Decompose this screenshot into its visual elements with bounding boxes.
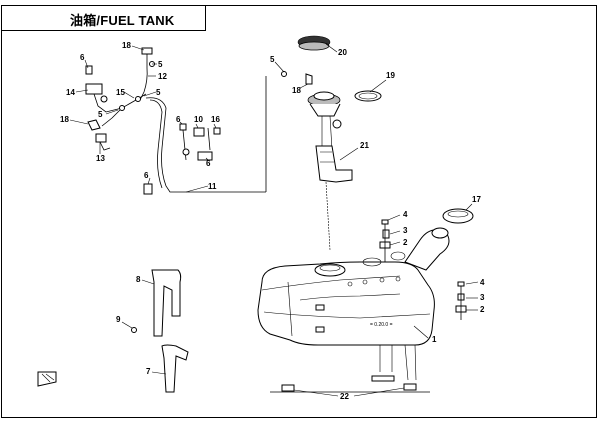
callout: 18 [122, 41, 131, 50]
callout: 14 [66, 88, 75, 97]
callout: 20 [338, 48, 347, 57]
fuel-pump-assembly [297, 35, 382, 251]
callout: 10 [194, 115, 203, 124]
callout: 8 [136, 275, 141, 284]
callout: 6 [176, 115, 181, 124]
callout: 22 [340, 392, 349, 401]
mounting-brackets [37, 269, 430, 393]
fuel-lines [85, 47, 287, 195]
callout: 15 [116, 88, 125, 97]
callout: 3 [480, 293, 485, 302]
callout: 13 [96, 154, 105, 163]
callout: 2 [480, 305, 485, 314]
callout: 12 [158, 72, 167, 81]
callout: 5 [158, 60, 163, 69]
callout: 19 [386, 71, 395, 80]
callout: 5 [270, 55, 275, 64]
title-block-separator [205, 5, 206, 30]
callout: 1 [432, 335, 437, 344]
callout: 2 [403, 238, 408, 247]
callout: 9 [116, 315, 121, 324]
svg-text:= 0.20.0 =: = 0.20.0 = [370, 322, 393, 328]
callout: 7 [146, 367, 151, 376]
callout: 4 [403, 210, 408, 219]
callout: 16 [211, 115, 220, 124]
callout: 3 [403, 226, 408, 235]
callout: 6 [144, 171, 149, 180]
page-title: 油箱/FUEL TANK [70, 13, 175, 28]
title-block-rule [1, 30, 206, 31]
callout: 5 [98, 110, 103, 119]
callout: 4 [480, 278, 485, 287]
callout-labels: 18 5 12 6 14 15 5 5 18 13 10 16 6 6 6 11… [60, 41, 485, 401]
drawing-frame [1, 5, 597, 418]
callout: 5 [156, 88, 161, 97]
tank-hardware [379, 208, 474, 320]
callout: 18 [60, 115, 69, 124]
callout: 21 [360, 141, 369, 150]
leader-lines [69, 43, 479, 397]
callout: 11 [208, 182, 217, 191]
fuel-tank: = 0.20.0 = [257, 227, 450, 392]
callout: 6 [80, 53, 85, 62]
callout: 18 [292, 86, 301, 95]
callout: 6 [206, 159, 211, 168]
callout: 17 [472, 195, 481, 204]
